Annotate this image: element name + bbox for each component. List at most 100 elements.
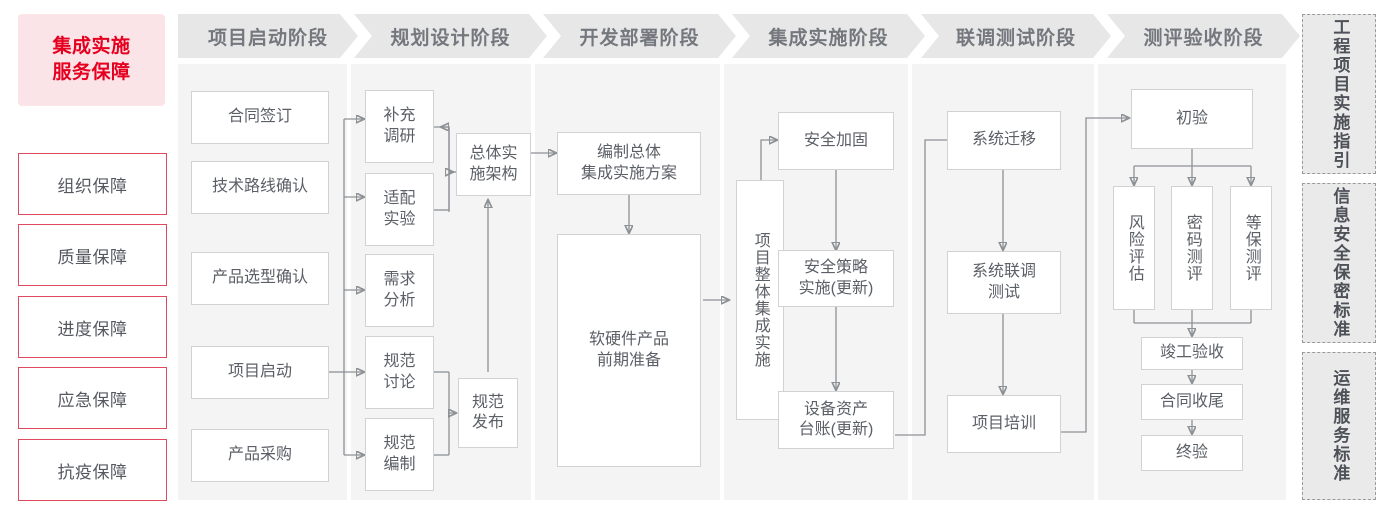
node-label-line: 编制 <box>383 455 416 473</box>
node-label-line: 需求 <box>383 271 416 289</box>
node-label: 规范 编制 <box>383 434 415 475</box>
standards-item-engineering-guide[interactable]: 工程项目实施指引 <box>1302 14 1376 174</box>
node-label-line: 测试 <box>987 283 1020 301</box>
node-equipment-asset-ledger[interactable]: 设备资产 台账(更新) <box>778 391 894 449</box>
node-security-hardening[interactable]: 安全加固 <box>778 112 894 170</box>
node-contract-closeout[interactable]: 合同收尾 <box>1141 384 1243 420</box>
left-rail-item-epidemic[interactable]: 抗疫保障 <box>18 439 167 501</box>
standards-item-ops-service-standard[interactable]: 运维服务标准 <box>1302 352 1376 500</box>
node-label-line: 发布 <box>471 414 504 431</box>
node-label-line: 施架构 <box>469 165 518 183</box>
phase-header-3[interactable]: 开发部署阶段 <box>543 14 736 58</box>
standards-item-infosec-standard[interactable]: 信息安全保密标准 <box>1302 183 1376 343</box>
node-label: 规范 讨论 <box>383 352 415 393</box>
node-label: 系统迁移 <box>971 131 1036 149</box>
node-label: 安全加固 <box>803 131 868 149</box>
phase-header-label: 开发部署阶段 <box>579 27 700 49</box>
node-label: 产品采购 <box>227 446 292 464</box>
node-label: 合同签订 <box>227 108 292 126</box>
node-label-line: 前期准备 <box>596 351 661 369</box>
node-spec-discussion[interactable]: 规范 讨论 <box>365 336 434 409</box>
node-label: 技术路线确认 <box>211 178 308 196</box>
node-completion-acceptance[interactable]: 竣工验收 <box>1141 337 1243 370</box>
node-product-selection-confirm[interactable]: 产品选型确认 <box>191 252 329 305</box>
left-rail-title-text: 集成实施 服务保障 <box>52 34 130 85</box>
node-project-kickoff[interactable]: 项目启动 <box>191 346 329 399</box>
phase-header-label: 项目启动阶段 <box>207 27 328 49</box>
left-rail-item-quality[interactable]: 质量保障 <box>18 224 167 286</box>
phase-header-6[interactable]: 测评验收阶段 <box>1107 14 1300 58</box>
left-rail-item-label: 应急保障 <box>57 390 128 410</box>
node-label: 补充 调研 <box>383 106 415 147</box>
node-label: 需求 分析 <box>383 270 415 311</box>
node-label: 设备资产 台账(更新) <box>799 400 874 441</box>
node-label: 系统联调 测试 <box>972 262 1036 303</box>
node-label-line: 编制总体 <box>596 144 661 162</box>
node-label: 初验 <box>1175 109 1208 127</box>
node-final-acceptance[interactable]: 终验 <box>1141 435 1243 471</box>
node-cryptography-evaluation[interactable]: 密码测评 <box>1171 186 1213 310</box>
node-label-line: 台账(更新) <box>798 421 874 438</box>
node-adaptation-experiment[interactable]: 适配 实验 <box>365 173 434 246</box>
node-draft-overall-integration-plan[interactable]: 编制总体 集成实施方案 <box>557 132 701 195</box>
node-spec-release[interactable]: 规范 发布 <box>458 378 518 448</box>
node-label: 项目培训 <box>971 414 1036 432</box>
node-overall-project-integration[interactable]: 项目整体集成实施 <box>736 180 784 420</box>
left-rail-title: 集成实施 服务保障 <box>18 14 165 106</box>
node-supplementary-research[interactable]: 补充 调研 <box>365 90 434 163</box>
node-label: 风险评估 <box>1125 214 1143 282</box>
node-overall-implementation-architecture[interactable]: 总体实 施架构 <box>456 133 531 196</box>
left-rail-item-label: 组织保障 <box>57 176 128 196</box>
phase-header-5[interactable]: 联调测试阶段 <box>921 14 1111 58</box>
node-tech-route-confirm[interactable]: 技术路线确认 <box>191 161 329 214</box>
standards-item-label: 工程项目实施指引 <box>1330 18 1350 170</box>
node-hardware-software-preparation[interactable]: 软硬件产品 前期准备 <box>557 234 701 467</box>
phase-header-4[interactable]: 集成实施阶段 <box>732 14 925 58</box>
node-label-line: 设备资产 <box>803 400 868 418</box>
node-product-procurement[interactable]: 产品采购 <box>191 429 329 482</box>
node-label: 终验 <box>1175 443 1208 461</box>
node-label-line: 安全策略 <box>803 259 868 277</box>
phase-header-1[interactable]: 项目启动阶段 <box>178 14 358 58</box>
node-label-line: 总体实 <box>469 145 518 163</box>
node-initial-acceptance[interactable]: 初验 <box>1131 89 1253 149</box>
node-label-line: 集成实施方案 <box>580 164 677 182</box>
node-label-line: 规范 <box>471 393 504 411</box>
node-label: 规范 发布 <box>472 393 504 434</box>
node-label-line: 软硬件产品 <box>588 331 669 349</box>
node-security-policy-implementation[interactable]: 安全策略 实施(更新) <box>778 250 894 307</box>
node-mlps-evaluation[interactable]: 等保测评 <box>1230 186 1272 310</box>
node-label: 产品选型确认 <box>211 269 308 287</box>
node-label-line: 讨论 <box>383 373 416 391</box>
node-label: 合同收尾 <box>1159 392 1224 410</box>
node-requirement-analysis[interactable]: 需求 分析 <box>365 254 434 327</box>
phase-header-2[interactable]: 规划设计阶段 <box>354 14 547 58</box>
node-risk-assessment[interactable]: 风险评估 <box>1113 186 1155 310</box>
phase-header-label: 集成实施阶段 <box>768 27 889 49</box>
node-label: 总体实 施架构 <box>469 144 517 185</box>
node-contract-signing[interactable]: 合同签订 <box>191 91 329 144</box>
node-label: 等保测评 <box>1242 214 1260 282</box>
node-label-line: 规范 <box>383 435 416 453</box>
node-label: 密码测评 <box>1183 214 1201 282</box>
node-label-line: 分析 <box>383 291 416 309</box>
left-rail-item-emergency[interactable]: 应急保障 <box>18 367 167 429</box>
node-label: 安全策略 实施(更新) <box>799 258 874 299</box>
node-label: 项目启动 <box>227 363 292 381</box>
node-system-joint-debug-test[interactable]: 系统联调 测试 <box>947 251 1061 314</box>
node-spec-drafting[interactable]: 规范 编制 <box>365 418 434 491</box>
node-system-migration[interactable]: 系统迁移 <box>947 111 1061 170</box>
phase-header-label: 测评验收阶段 <box>1143 27 1264 49</box>
node-label-line: 适配 <box>383 190 416 208</box>
node-project-training[interactable]: 项目培训 <box>947 395 1061 453</box>
node-label-line: 规范 <box>383 353 416 371</box>
node-label: 适配 实验 <box>383 189 415 230</box>
node-label: 项目整体集成实施 <box>751 232 769 368</box>
left-rail-title-line-1: 集成实施 <box>52 36 131 58</box>
left-rail-item-schedule[interactable]: 进度保障 <box>18 296 167 358</box>
left-rail-item-label: 质量保障 <box>57 247 128 267</box>
left-rail-item-organization[interactable]: 组织保障 <box>18 153 167 215</box>
phase-header-label: 联调测试阶段 <box>955 27 1076 49</box>
node-label-line: 系统联调 <box>971 263 1036 281</box>
